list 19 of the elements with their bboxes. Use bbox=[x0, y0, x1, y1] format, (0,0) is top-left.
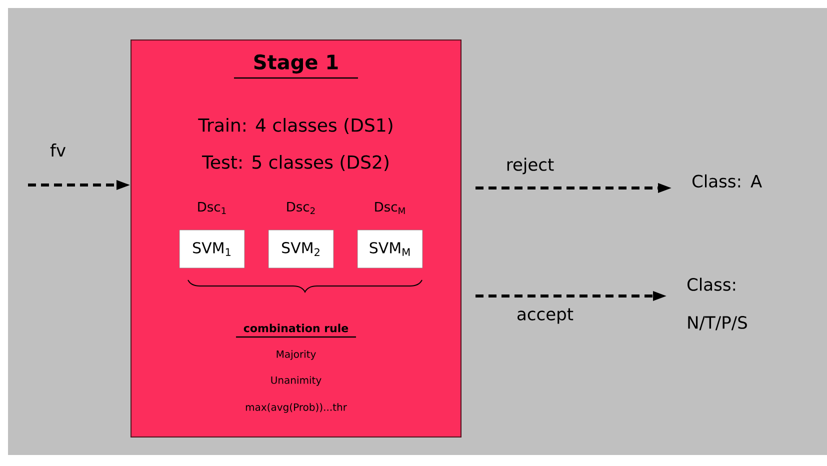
classifier-label: Dsc$_{1}$ bbox=[198, 202, 226, 214]
classifier-label: Dsc$_{M}$ bbox=[375, 202, 405, 214]
edge-label: fv bbox=[50, 144, 66, 156]
edge-label: accept bbox=[518, 308, 574, 324]
rule-text: Unanimity bbox=[271, 376, 322, 386]
classifier-box: SVM$_{2}$ bbox=[268, 230, 334, 268]
classifier-label: Dsc$_{2}$ bbox=[287, 202, 315, 214]
edge-label: reject bbox=[507, 158, 554, 174]
stage-box bbox=[130, 40, 462, 438]
test-text: Test: 5 classes (DS2) bbox=[202, 154, 388, 172]
rule-heading: combination rule bbox=[236, 324, 356, 338]
classifier-box: SVM$_{1}$ bbox=[179, 230, 245, 268]
class-label: Class: N/T/P/S bbox=[688, 278, 747, 330]
train-text: Train: 4 classes (DS1) bbox=[198, 118, 392, 134]
rule-text: max(avg(Prob))...thr bbox=[246, 403, 347, 413]
rule-text: Majority bbox=[276, 350, 316, 360]
class-label: Class: A bbox=[692, 174, 762, 188]
classifier-box: SVM$_{M}$ bbox=[357, 230, 423, 268]
stage-title: Stage 1 bbox=[234, 54, 358, 79]
